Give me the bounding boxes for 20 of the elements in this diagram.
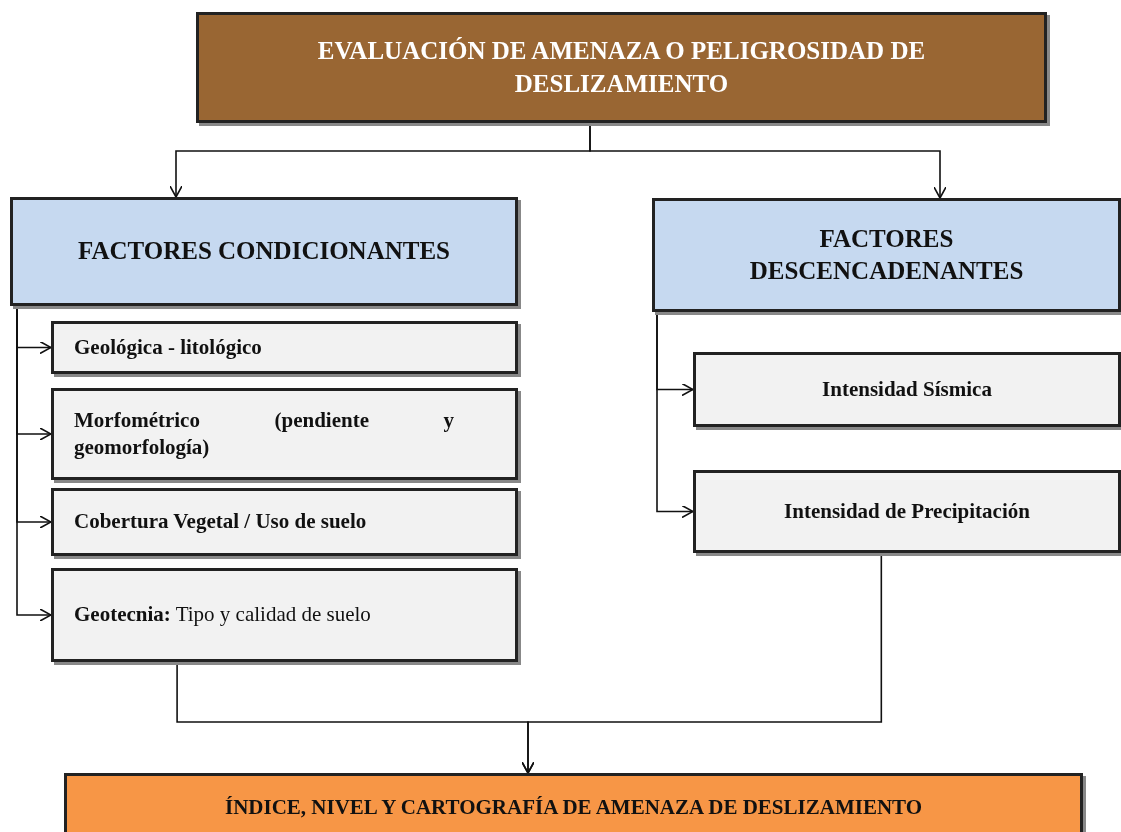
factor-box <box>693 352 1121 427</box>
category-box <box>652 198 1121 312</box>
box-label: ÍNDICE, NIVEL Y CARTOGRAFÍA DE AMENAZA DE DESLIZAMIENTO <box>224 794 923 822</box>
factor-box <box>51 388 518 480</box>
box-label: Intensidad de Precipitación <box>784 497 1030 525</box>
box-label: Geotecnia: Tipo y calidad de suelo <box>74 601 371 629</box>
box-label: FACTORES CONDICIONANTES <box>77 236 451 267</box>
factor-box <box>51 321 518 374</box>
title-box <box>196 12 1047 123</box>
factor-box <box>51 568 518 662</box>
factor-box <box>51 488 518 556</box>
box-label: EVALUACIÓN DE AMENAZA O PELIGROSIDAD DE DESLIZAMIENTO <box>316 36 927 99</box>
factor-box <box>693 470 1121 553</box>
box-label: Cobertura Vegetal / Uso de suelo <box>74 508 367 536</box>
box-label: Intensidad Sísmica <box>822 375 992 403</box>
result-box <box>64 773 1083 832</box>
box-label: Morfométrico (pendiente y geomorfología) <box>74 406 454 461</box>
category-box <box>10 197 518 306</box>
box-label: Geológica - litológico <box>74 333 262 361</box>
box-label: FACTORES DESCENCADENANTES <box>748 223 1025 286</box>
